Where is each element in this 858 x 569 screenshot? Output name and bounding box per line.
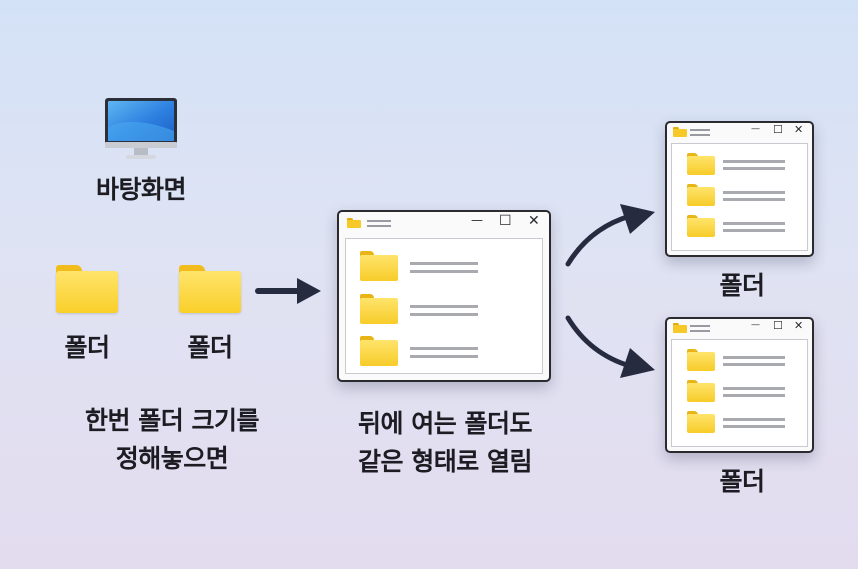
maximize-button[interactable]: ☐ bbox=[773, 123, 783, 136]
curved-arrow-down-icon bbox=[565, 315, 655, 378]
folder-label: 폴더 bbox=[64, 333, 110, 362]
title-placeholder bbox=[690, 129, 710, 139]
close-button[interactable]: ✕ bbox=[794, 319, 804, 332]
minimize-button[interactable]: — bbox=[751, 320, 760, 330]
close-button[interactable]: ✕ bbox=[528, 213, 540, 229]
folder-label: 폴더 bbox=[187, 333, 233, 362]
curved-arrow-up-icon bbox=[565, 204, 655, 267]
folder-window-label: 폴더 bbox=[719, 271, 765, 300]
title-placeholder bbox=[367, 220, 391, 230]
minimize-button[interactable]: — bbox=[751, 124, 760, 134]
minimize-button[interactable]: — bbox=[471, 213, 483, 227]
close-button[interactable]: ✕ bbox=[794, 123, 804, 136]
title-placeholder bbox=[690, 325, 710, 335]
maximize-button[interactable]: ☐ bbox=[773, 319, 783, 332]
window-content bbox=[345, 238, 543, 374]
window-content bbox=[671, 339, 808, 447]
folder-window[interactable]: — ☐ ✕ bbox=[337, 210, 551, 382]
monitor-icon bbox=[104, 97, 178, 163]
folder-small-icon bbox=[673, 323, 687, 333]
desktop-label: 바탕화면 bbox=[95, 175, 187, 204]
window-content bbox=[671, 143, 808, 251]
folder-icon[interactable] bbox=[56, 265, 118, 313]
folder-small-icon bbox=[673, 127, 687, 137]
folder-window-label: 폴더 bbox=[719, 467, 765, 496]
maximize-button[interactable]: ☐ bbox=[499, 213, 512, 229]
arrow-right-icon bbox=[255, 278, 321, 304]
center-caption-line2: 같은 형태로 열림 bbox=[358, 447, 532, 476]
folder-window-small[interactable]: — ☐ ✕ bbox=[665, 317, 814, 453]
left-caption-line1: 한번 폴더 크기를 bbox=[85, 406, 259, 435]
folder-icon[interactable] bbox=[179, 265, 241, 313]
folder-window-small[interactable]: — ☐ ✕ bbox=[665, 121, 814, 257]
left-caption-line2: 정해놓으면 bbox=[115, 444, 229, 473]
center-caption-line1: 뒤에 여는 폴더도 bbox=[358, 409, 532, 438]
left-caption: 한번 폴더 크기를 정해놓으면 bbox=[62, 402, 282, 478]
center-caption: 뒤에 여는 폴더도 같은 형태로 열림 bbox=[335, 405, 555, 481]
folder-small-icon bbox=[347, 218, 361, 228]
